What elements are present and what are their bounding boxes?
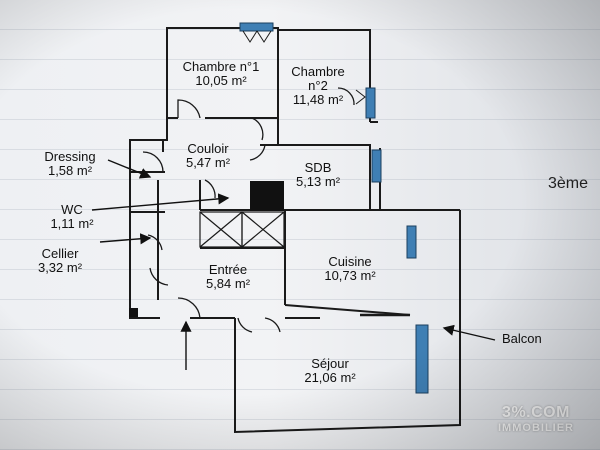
windows [239, 22, 429, 394]
room-chambre1-label: Chambre n°1 10,05 m² [183, 60, 260, 88]
room-chambre2-name-line1: Chambre [291, 64, 345, 79]
room-sdb-area: 5,13 m² [295, 174, 341, 189]
room-chambre2-area: 11,48 m² [292, 92, 344, 107]
room-cuisine-label: Cuisine 10,73 m² [324, 255, 375, 283]
room-chambre1-name: Chambre n°1 [182, 59, 260, 74]
callout-dressing-area: 1,58 m² [47, 163, 93, 178]
callout-cellier-label: Cellier 3,32 m² [38, 247, 82, 275]
callout-balcon-name: Balcon [502, 331, 542, 346]
callout-cellier-name: Cellier [41, 246, 79, 261]
callout-wc-area: 1,11 m² [50, 216, 94, 231]
room-entree-area: 5,84 m² [205, 276, 251, 291]
room-sejour-label: Séjour 21,06 m² [304, 357, 355, 385]
room-couloir-area: 5,47 m² [185, 155, 231, 170]
room-couloir-label: Couloir 5,47 m² [186, 142, 230, 170]
callout-dressing-name: Dressing [44, 149, 96, 164]
shaft-block [250, 181, 284, 211]
room-cuisine-name: Cuisine [328, 254, 372, 269]
watermark-sub: IMMOBILIER [498, 422, 574, 434]
walls [129, 27, 461, 434]
storage-crosses [199, 211, 285, 248]
room-couloir-name: Couloir [187, 141, 229, 156]
room-sejour-area: 21,06 m² [304, 370, 356, 385]
callout-balcon-label: Balcon [502, 332, 542, 346]
callout-wc-name: WC [61, 202, 83, 217]
room-chambre2-name-line2: n°2 [308, 78, 328, 93]
window-marks [242, 30, 366, 105]
room-cuisine-area: 10,73 m² [324, 268, 376, 283]
room-entree-label: Entrée 5,84 m² [206, 263, 250, 291]
page-side-text: 3ème [548, 175, 589, 192]
callout-wc-label: WC 1,11 m² [50, 203, 93, 231]
callout-cellier-area: 3,32 m² [37, 260, 83, 275]
callout-arrows [91, 159, 496, 370]
room-chambre2-label: Chambre n°2 11,48 m² [291, 65, 344, 107]
door-swings [142, 87, 355, 333]
room-sdb-label: SDB 5,13 m² [296, 161, 340, 189]
watermark-main: 3%.COM [502, 404, 570, 421]
room-sdb-name: SDB [304, 160, 332, 175]
room-chambre1-area: 10,05 m² [195, 73, 247, 88]
watermark-logo: 3%.COM IMMOBILIER [498, 404, 574, 434]
corner-post [129, 308, 138, 317]
room-sejour-name: Séjour [311, 356, 349, 371]
callout-dressing-label: Dressing 1,58 m² [44, 150, 95, 178]
room-entree-name: Entrée [208, 262, 248, 277]
